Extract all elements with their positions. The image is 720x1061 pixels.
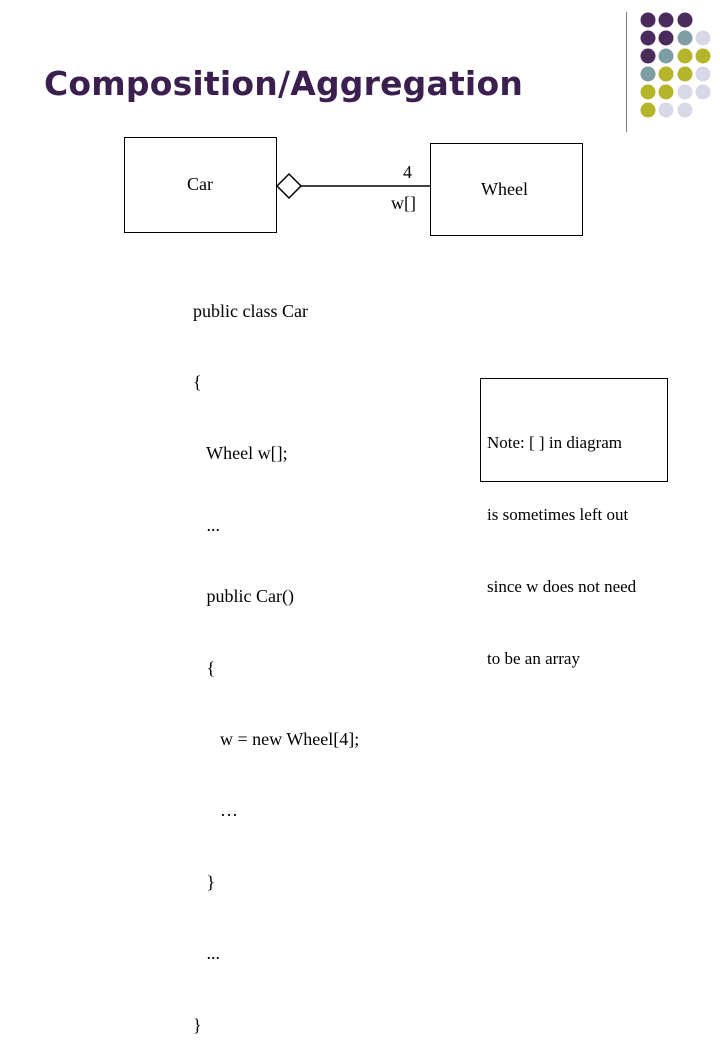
note-box: Note: [ ] in diagram is sometimes left o… <box>480 378 668 668</box>
code-line: … <box>193 800 238 821</box>
code-line: Wheel w[]; <box>193 443 288 464</box>
decorative-dot <box>640 30 656 46</box>
decorative-dot <box>695 30 711 46</box>
decorative-dot <box>695 48 711 64</box>
aggregation-association <box>275 172 431 200</box>
decorative-dot <box>677 30 693 46</box>
slide-title: Composition/Aggregation <box>44 64 524 103</box>
code-listing: public class Car { Wheel w[]; ... public… <box>193 252 359 1061</box>
code-line: } <box>193 871 216 892</box>
decorative-vertical-rule <box>626 12 627 132</box>
decorative-dot <box>640 12 656 28</box>
code-line: { <box>193 657 216 678</box>
code-line: ... <box>193 943 221 964</box>
aggregation-diamond-icon <box>275 172 303 200</box>
wheel-class-box <box>430 143 583 236</box>
decorative-dot <box>640 84 656 100</box>
code-line: { <box>193 371 202 392</box>
decorative-dot <box>677 48 693 64</box>
role-name-label: w[] <box>391 193 416 213</box>
code-line: } <box>193 1014 202 1035</box>
note-line: is sometimes left out <box>487 505 629 524</box>
decorative-dot <box>640 66 656 82</box>
decorative-dot <box>658 66 674 82</box>
wheel-class-label: Wheel <box>481 179 528 199</box>
decorative-dot <box>677 66 693 82</box>
car-class-box <box>124 137 277 233</box>
decorative-dot <box>658 12 674 28</box>
decorative-dot <box>640 102 656 118</box>
decorative-dot <box>695 66 711 82</box>
decorative-dot <box>658 84 674 100</box>
note-line: Note: [ ] in diagram <box>487 433 623 452</box>
car-class-label: Car <box>187 174 213 194</box>
decorative-dot <box>695 84 711 100</box>
code-line: ... <box>193 514 221 535</box>
code-line: public class Car <box>193 300 308 321</box>
multiplicity-label: 4 <box>403 162 412 182</box>
code-line: w = new Wheel[4]; <box>193 728 360 749</box>
decorative-dot <box>677 84 693 100</box>
decorative-dot <box>658 30 674 46</box>
decorative-dot <box>677 102 693 118</box>
code-line: public Car() <box>193 586 294 607</box>
decorative-dot <box>677 12 693 28</box>
note-line: since w does not need <box>487 577 637 596</box>
decorative-dot <box>658 102 674 118</box>
decorative-dot <box>640 48 656 64</box>
note-line: to be an array <box>487 649 580 668</box>
decorative-dot-grid <box>640 12 711 118</box>
decorative-dot <box>658 48 674 64</box>
